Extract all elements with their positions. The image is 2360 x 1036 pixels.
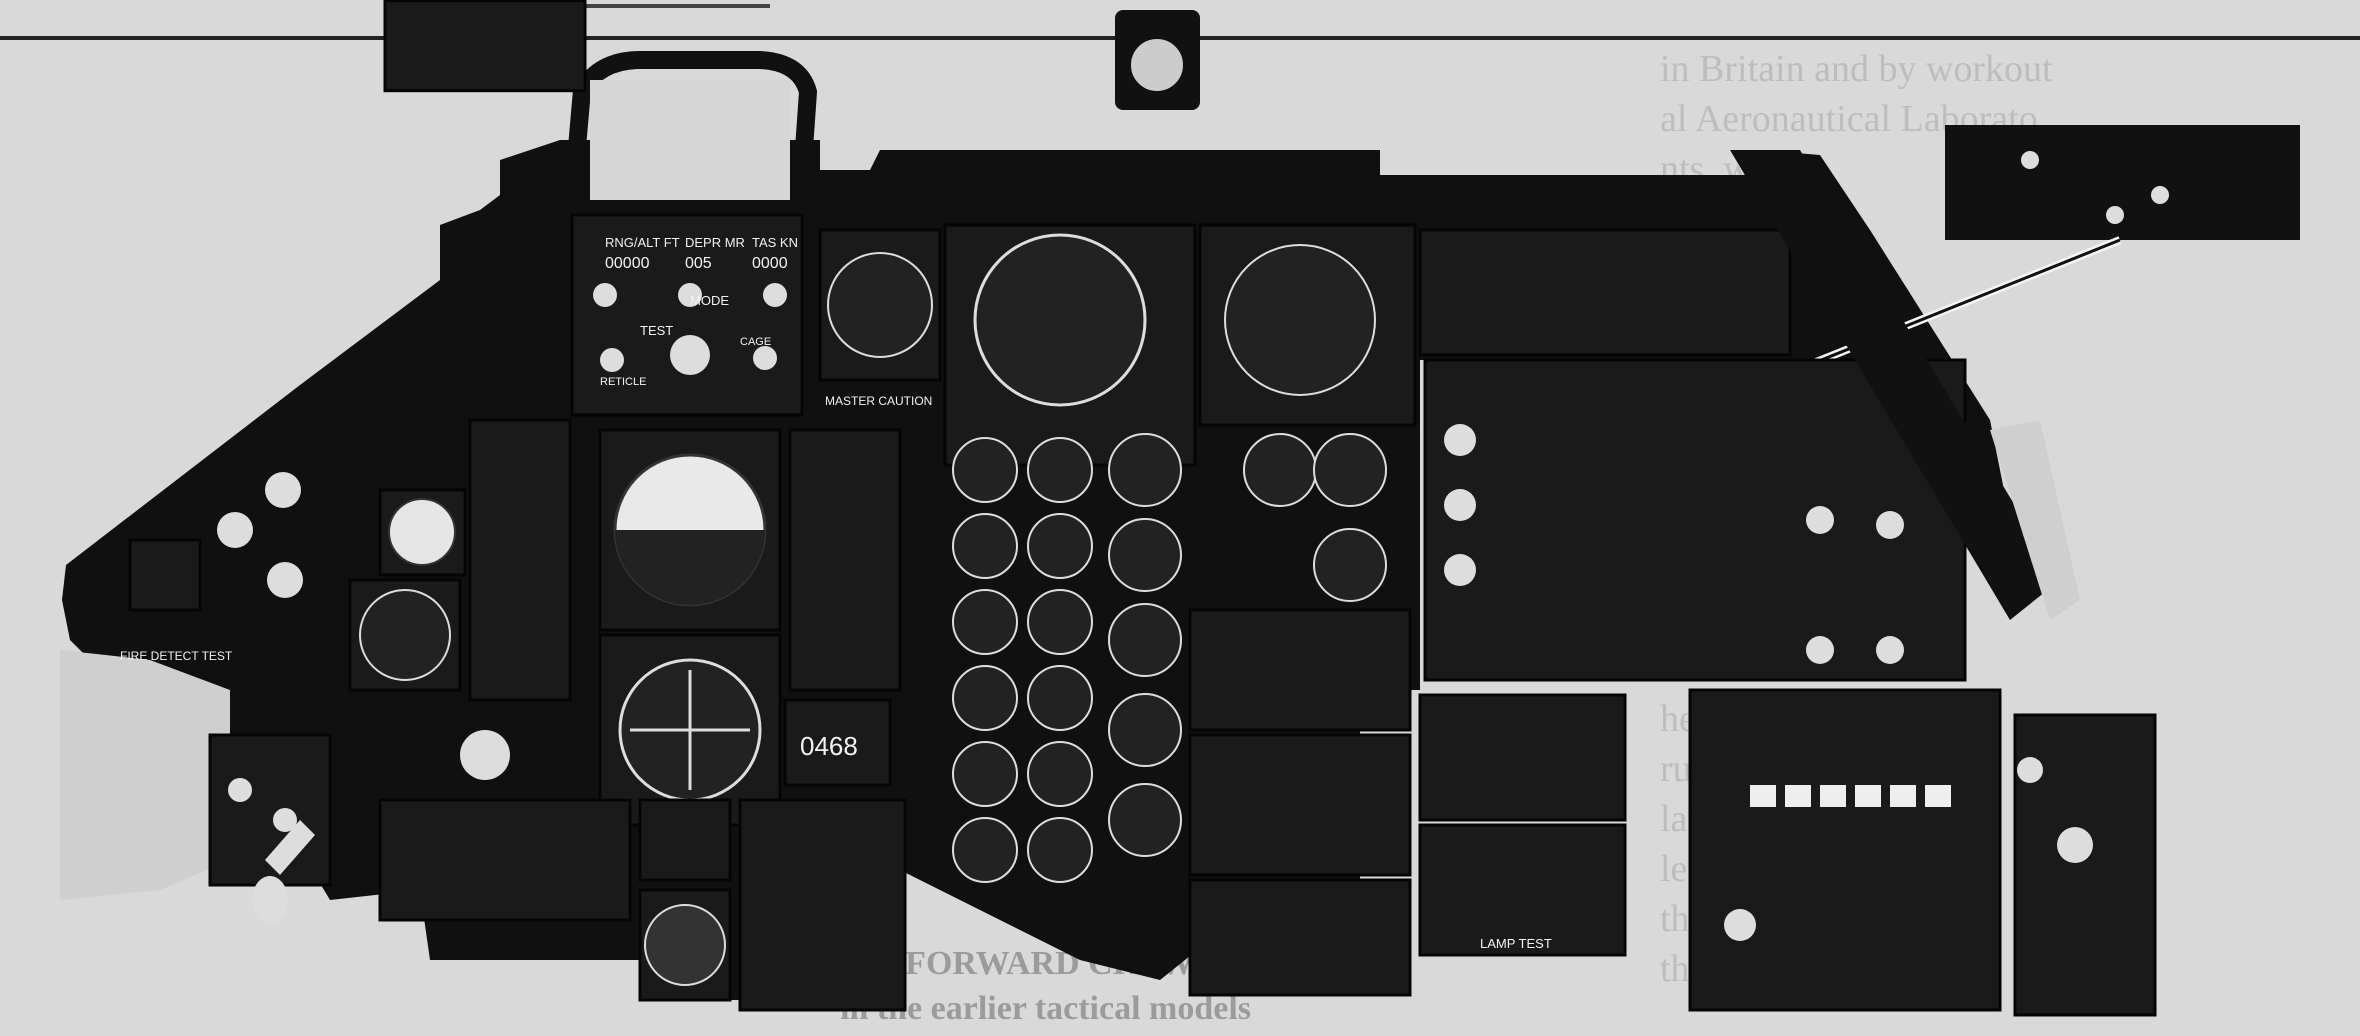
fire-detect-label: FIRE DETECT TEST: [120, 649, 233, 663]
lighting-panel: [1418, 693, 1627, 822]
tactical-display: [1423, 358, 1967, 682]
flight-gauge: [1108, 518, 1182, 592]
weapon-select-key: [1890, 785, 1916, 807]
engine-gauge: [1027, 589, 1093, 655]
hud-frame: [563, 51, 818, 206]
caption-line-2: in the earlier tactical models: [840, 990, 1252, 1027]
engine-gauge: [1027, 513, 1093, 579]
engine-gauge: [952, 741, 1018, 807]
weapon-select-key: [1855, 785, 1881, 807]
flight-gauge: [1313, 528, 1387, 602]
nav-panel: [1188, 878, 1412, 997]
inset-panel: [1945, 125, 2300, 240]
engine-gauge: [952, 665, 1018, 731]
flight-gauge: [1108, 433, 1182, 507]
test-label: TEST: [640, 323, 673, 338]
inset-knob-2: [2106, 206, 2124, 224]
tas-kn-label: TAS KN: [752, 235, 798, 250]
counter-panel: [783, 698, 892, 787]
left-knob-2: [273, 808, 297, 832]
engine-gauge: [1027, 437, 1093, 503]
armament-control-panel: [570, 213, 804, 417]
comm-panel: [1188, 608, 1412, 732]
rng-alt-value: 00000: [605, 255, 650, 272]
left-handle: [252, 876, 288, 924]
left-knob-1: [228, 778, 252, 802]
upper-right-control-panel: [1418, 228, 1792, 357]
flight-gauge: [1108, 783, 1182, 857]
mode-selector-knob: [670, 335, 710, 375]
counter-value: 0468: [800, 731, 858, 761]
arm-knob-1: [593, 283, 617, 307]
rng-alt-label: RNG/ALT FT: [605, 235, 680, 250]
radar-scope: [973, 233, 1147, 407]
inset-knob-1: [2021, 151, 2039, 169]
inset-knob-3: [2151, 186, 2169, 204]
right-canopy-sill: [1730, 150, 2060, 620]
lamp-test-label: LAMP TEST: [1480, 936, 1552, 951]
engine-gauge: [952, 437, 1018, 503]
depr-mr-value: 005: [685, 255, 712, 272]
engine-gauge: [1027, 741, 1093, 807]
tape-altimeter-right: [788, 428, 902, 692]
flight-gauge: [1313, 433, 1387, 507]
engine-gauge: [1027, 817, 1093, 883]
left-lever: [265, 820, 315, 875]
fire-detect-panel: [128, 538, 202, 612]
cage-label: CAGE: [740, 336, 771, 348]
left-lower-panel: [60, 650, 230, 900]
iff-panel: [1188, 733, 1412, 877]
tape-altimeter-left: [468, 418, 572, 702]
flight-gauge: [1108, 693, 1182, 767]
engine-gauge: [952, 513, 1018, 579]
reticle-label: RETICLE: [600, 376, 646, 388]
weapon-select-key: [1785, 785, 1811, 807]
top-clock: [1123, 31, 1191, 99]
arm-knob-3: [763, 283, 787, 307]
tas-kn-value: 0000: [752, 255, 788, 272]
hud-glass: [590, 80, 790, 200]
weapon-select-key: [1750, 785, 1776, 807]
lower-center-switch-panel: [738, 798, 907, 1012]
lamp-test-panel: [1418, 823, 1627, 957]
weapon-select-key: [1925, 785, 1951, 807]
flight-gauge: [1243, 433, 1317, 507]
weapon-select-key: [1820, 785, 1846, 807]
engine-gauge-grid: [952, 433, 1387, 883]
engine-gauge: [952, 817, 1018, 883]
flight-gauge: [1108, 603, 1182, 677]
arm-knob-2: [678, 283, 702, 307]
weapon-select-panel: [1688, 688, 2002, 1012]
left-round-lamp-2: [265, 472, 301, 508]
background-text-line: in Britain and by workout: [1660, 48, 2053, 90]
left-round-lamp-3: [267, 562, 303, 598]
lower-left-switch-panel: [378, 798, 632, 922]
left-mid-panel: [383, 0, 587, 93]
reticle-knob: [600, 348, 624, 372]
left-round-lamp-1: [217, 512, 253, 548]
mode-label: MODE: [690, 293, 729, 308]
engine-gauge: [1027, 665, 1093, 731]
engine-gauge: [952, 589, 1018, 655]
depr-mr-label: DEPR MR: [685, 235, 745, 250]
cage-knob: [753, 346, 777, 370]
small-gauge-panel: [638, 798, 732, 882]
master-caution-label: MASTER CAUTION: [825, 394, 932, 408]
